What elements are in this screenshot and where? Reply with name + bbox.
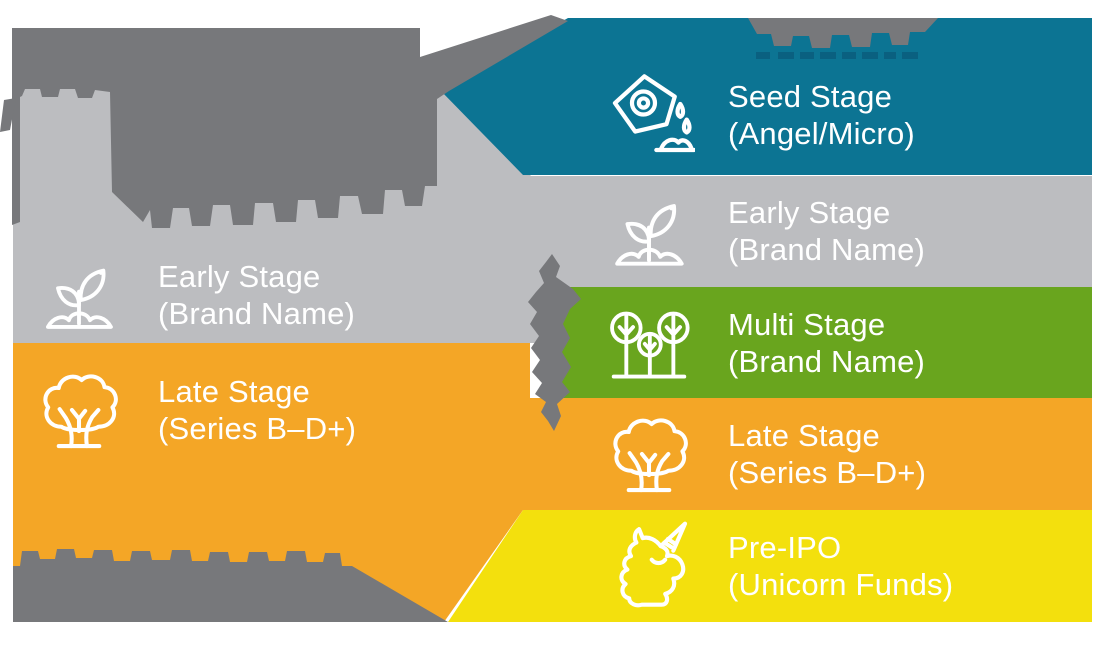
right-row-early-stage: Early Stage (Brand Name)	[598, 175, 1092, 287]
right-row-pre-ipo: Pre-IPO (Unicorn Funds)	[598, 510, 1092, 622]
band-multi-stage	[545, 287, 1092, 398]
stage-title: Seed Stage	[728, 79, 893, 114]
stage-title: Early Stage	[158, 259, 321, 294]
stage-subtitle: (Brand Name)	[728, 232, 926, 267]
stage-subtitle: (Series B–D+)	[728, 455, 927, 490]
flow-arrow-shape	[528, 254, 581, 431]
top-left-title-blob	[12, 15, 568, 228]
stage-title: Late Stage	[158, 374, 310, 409]
unicorn-icon	[598, 521, 700, 611]
stage-subtitle: (Brand Name)	[728, 343, 926, 379]
left-row-early-stage: Early Stage (Brand Name)	[28, 242, 498, 348]
stage-subtitle: (Series B–D+)	[158, 411, 357, 446]
stage-subtitle: (Brand Name)	[158, 296, 356, 331]
band-pre-ipo	[448, 510, 1092, 622]
band-seed-stage	[440, 18, 1092, 175]
top-right-text-remnants	[756, 52, 918, 59]
top-right-title-blob	[748, 18, 938, 48]
stage-subtitle: (Unicorn Funds)	[728, 567, 954, 602]
stage-title: Late Stage	[728, 418, 880, 453]
seed-packet-icon	[598, 69, 700, 161]
stage-title: Multi Stage	[728, 306, 886, 342]
tree-icon	[598, 410, 700, 498]
sprout-icon	[28, 253, 130, 337]
left-edge-letter-fragment	[0, 98, 16, 132]
tree-icon	[28, 366, 130, 454]
stage-title: Pre-IPO	[728, 530, 842, 565]
bottom-left-source-blob	[13, 549, 448, 622]
trees-icon	[598, 301, 700, 385]
right-row-multi-stage: Multi Stage (Brand Name)	[598, 287, 1092, 398]
sprout-icon	[598, 188, 700, 274]
right-row-late-stage: Late Stage (Series B–D+)	[598, 398, 1092, 510]
left-row-late-stage: Late Stage (Series B–D+)	[28, 357, 498, 463]
right-row-seed-stage: Seed Stage (Angel/Micro)	[598, 55, 1092, 175]
stage-subtitle: (Angel/Micro)	[728, 116, 915, 151]
stage-title: Early Stage	[728, 195, 891, 230]
